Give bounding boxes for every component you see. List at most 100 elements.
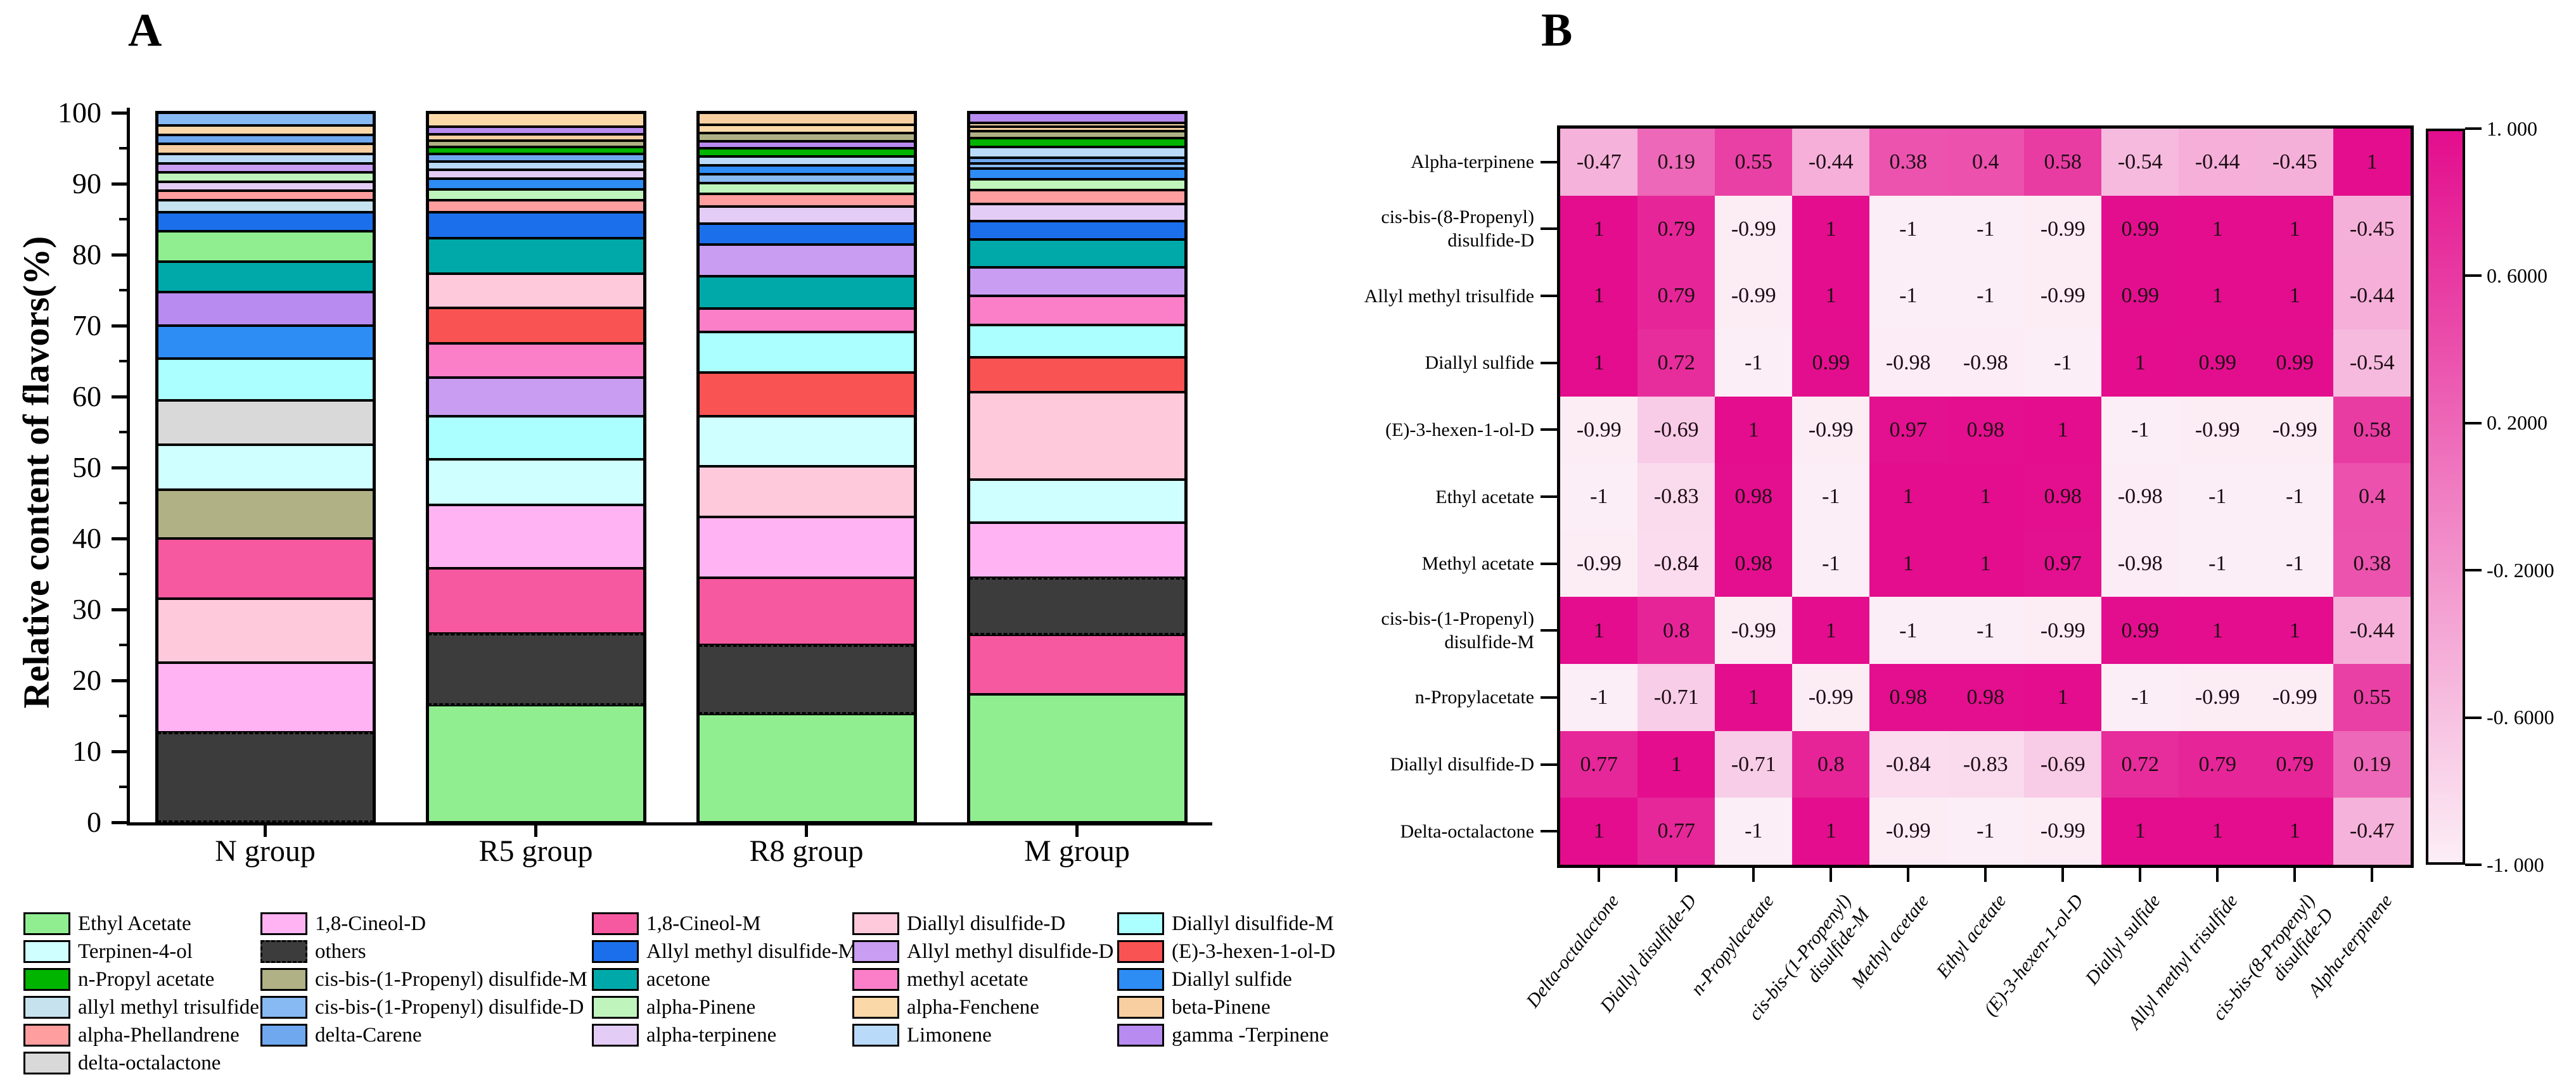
y-axis-minor-tick — [119, 218, 127, 220]
colorbar-gradient — [2426, 129, 2465, 865]
heatmap-cell: 0.4 — [2333, 463, 2411, 531]
colorbar-tick — [2465, 274, 2482, 277]
heatmap-cell: -0.45 — [2256, 129, 2334, 196]
heatmap-cell: -0.69 — [1637, 396, 1715, 464]
heatmap-cell: 1 — [2256, 262, 2334, 330]
y-axis-major-tick — [112, 111, 127, 115]
bar-segment — [968, 267, 1186, 296]
bar-segment — [968, 131, 1186, 139]
legend-swatch — [852, 912, 899, 935]
y-axis-tick-label: 80 — [72, 238, 101, 271]
heatmap-cell: 1 — [2179, 798, 2257, 865]
bar-segment — [157, 200, 374, 212]
legend-label: Terpinen-4-ol — [78, 940, 193, 963]
heatmap-col-label: Diallyl sulfide — [2081, 890, 2165, 989]
bar-segment — [157, 358, 374, 400]
y-axis-tick-label: 50 — [72, 451, 101, 483]
colorbar-tick-label: 1. 000 — [2487, 117, 2537, 140]
heatmap-row-label: (E)-3-hexen-1-ol-D — [1385, 419, 1534, 440]
colorbar-tick-label: -1. 000 — [2487, 853, 2544, 876]
heatmap-cell: 1 — [1715, 396, 1793, 464]
bar-segment — [427, 162, 644, 170]
heatmap-cell: -0.98 — [1947, 329, 2025, 397]
legend-label: (E)-3-hexen-1-ol-D — [1172, 940, 1336, 963]
heatmap-cell: 0.98 — [1715, 530, 1793, 597]
legend-label: 1,8-Cineol-D — [315, 912, 426, 935]
heatmap-cell: -0.99 — [1560, 396, 1638, 464]
bar-segment — [968, 239, 1186, 268]
legend-label: alpha-Phellandrene — [78, 1024, 240, 1047]
bar-segment — [968, 169, 1186, 180]
heatmap-col-tick — [2139, 868, 2141, 882]
heatmap-cell: 1 — [1560, 329, 1638, 397]
x-axis-group-label: R8 group — [749, 834, 864, 868]
colorbar-tick-label: 0. 2000 — [2487, 411, 2547, 435]
y-axis-minor-tick — [119, 147, 127, 150]
heatmap-cell: 1 — [2256, 597, 2334, 665]
heatmap-col-tick — [2061, 868, 2064, 882]
bar-segment — [968, 635, 1186, 695]
heatmap-cell: 0.72 — [1637, 329, 1715, 397]
bar-segment — [698, 174, 915, 183]
heatmap-cell: -1 — [2179, 530, 2257, 597]
bar-segment — [968, 295, 1186, 325]
y-axis-major-tick — [112, 324, 127, 328]
heatmap-cell: -0.99 — [2179, 396, 2257, 464]
bar-segment — [698, 276, 915, 309]
y-axis-minor-tick — [119, 289, 127, 291]
y-axis-major-tick — [112, 820, 127, 824]
heatmap-cell: 0.98 — [1869, 664, 1947, 732]
heatmap-cell: 1 — [1560, 262, 1638, 330]
heatmap-row-label: cis-bis-(8-Propenyl) disulfide-D — [1381, 207, 1534, 252]
legend-label: Diallyl disulfide-D — [907, 912, 1066, 935]
legend-swatch — [23, 996, 70, 1019]
bar-segment — [157, 326, 374, 359]
bar-segment — [427, 189, 644, 200]
legend-swatch — [592, 912, 639, 935]
y-axis-line — [127, 108, 130, 825]
legend-label: delta-Carene — [315, 1024, 422, 1047]
y-axis-minor-tick — [119, 502, 127, 504]
y-axis-tick-label: 70 — [72, 309, 101, 341]
heatmap-cell: 0.77 — [1637, 798, 1715, 865]
bar-segment — [157, 489, 374, 538]
bar-segment — [968, 157, 1186, 163]
legend-label: Ethyl Acetate — [78, 912, 191, 935]
heatmap-row-label: Methyl acetate — [1421, 553, 1534, 575]
bar-segment — [157, 231, 374, 262]
bar-segment — [157, 292, 374, 326]
bar-segment — [427, 146, 644, 154]
heatmap-cell: 1 — [1560, 798, 1638, 865]
colorbar-tick — [2465, 716, 2482, 719]
heatmap-col-tick — [2216, 868, 2219, 882]
legend-swatch — [260, 912, 307, 935]
x-axis-line — [127, 822, 1212, 825]
bar-segment — [698, 223, 915, 245]
heatmap-col-label: Methyl acetate — [1847, 890, 1933, 992]
colorbar-tick-label: -0. 6000 — [2487, 706, 2554, 729]
heatmap-cell: 0.77 — [1560, 730, 1638, 798]
legend-swatch — [23, 1052, 70, 1074]
legend-swatch — [260, 940, 307, 963]
heatmap-col-tick — [2293, 868, 2296, 882]
heatmap-row-tick — [1541, 562, 1557, 565]
heatmap-cell: -0.99 — [1560, 530, 1638, 597]
heatmap-cell: -0.99 — [1715, 195, 1793, 263]
heatmap-cell: -1 — [2024, 329, 2102, 397]
bar-segment — [427, 113, 644, 127]
legend-label: Allyl methyl disulfide-M — [646, 940, 857, 963]
heatmap-cell: -0.44 — [2333, 262, 2411, 330]
heatmap-cell: 0.79 — [1637, 195, 1715, 263]
heatmap-cell: 1 — [1792, 262, 1870, 330]
heatmap-cell: -0.99 — [2024, 262, 2102, 330]
heatmap-cell: 0.38 — [1869, 129, 1947, 196]
heatmap-cell: -1 — [2256, 463, 2334, 531]
bar-segment — [427, 634, 644, 706]
heatmap-row-tick — [1541, 428, 1557, 431]
heatmap-cell: 1 — [1715, 664, 1793, 732]
heatmap-cell: 0.4 — [1947, 129, 2025, 196]
legend-label: acetone — [646, 968, 710, 991]
heatmap-cell: 1 — [2101, 798, 2179, 865]
bar-segment — [698, 148, 915, 157]
